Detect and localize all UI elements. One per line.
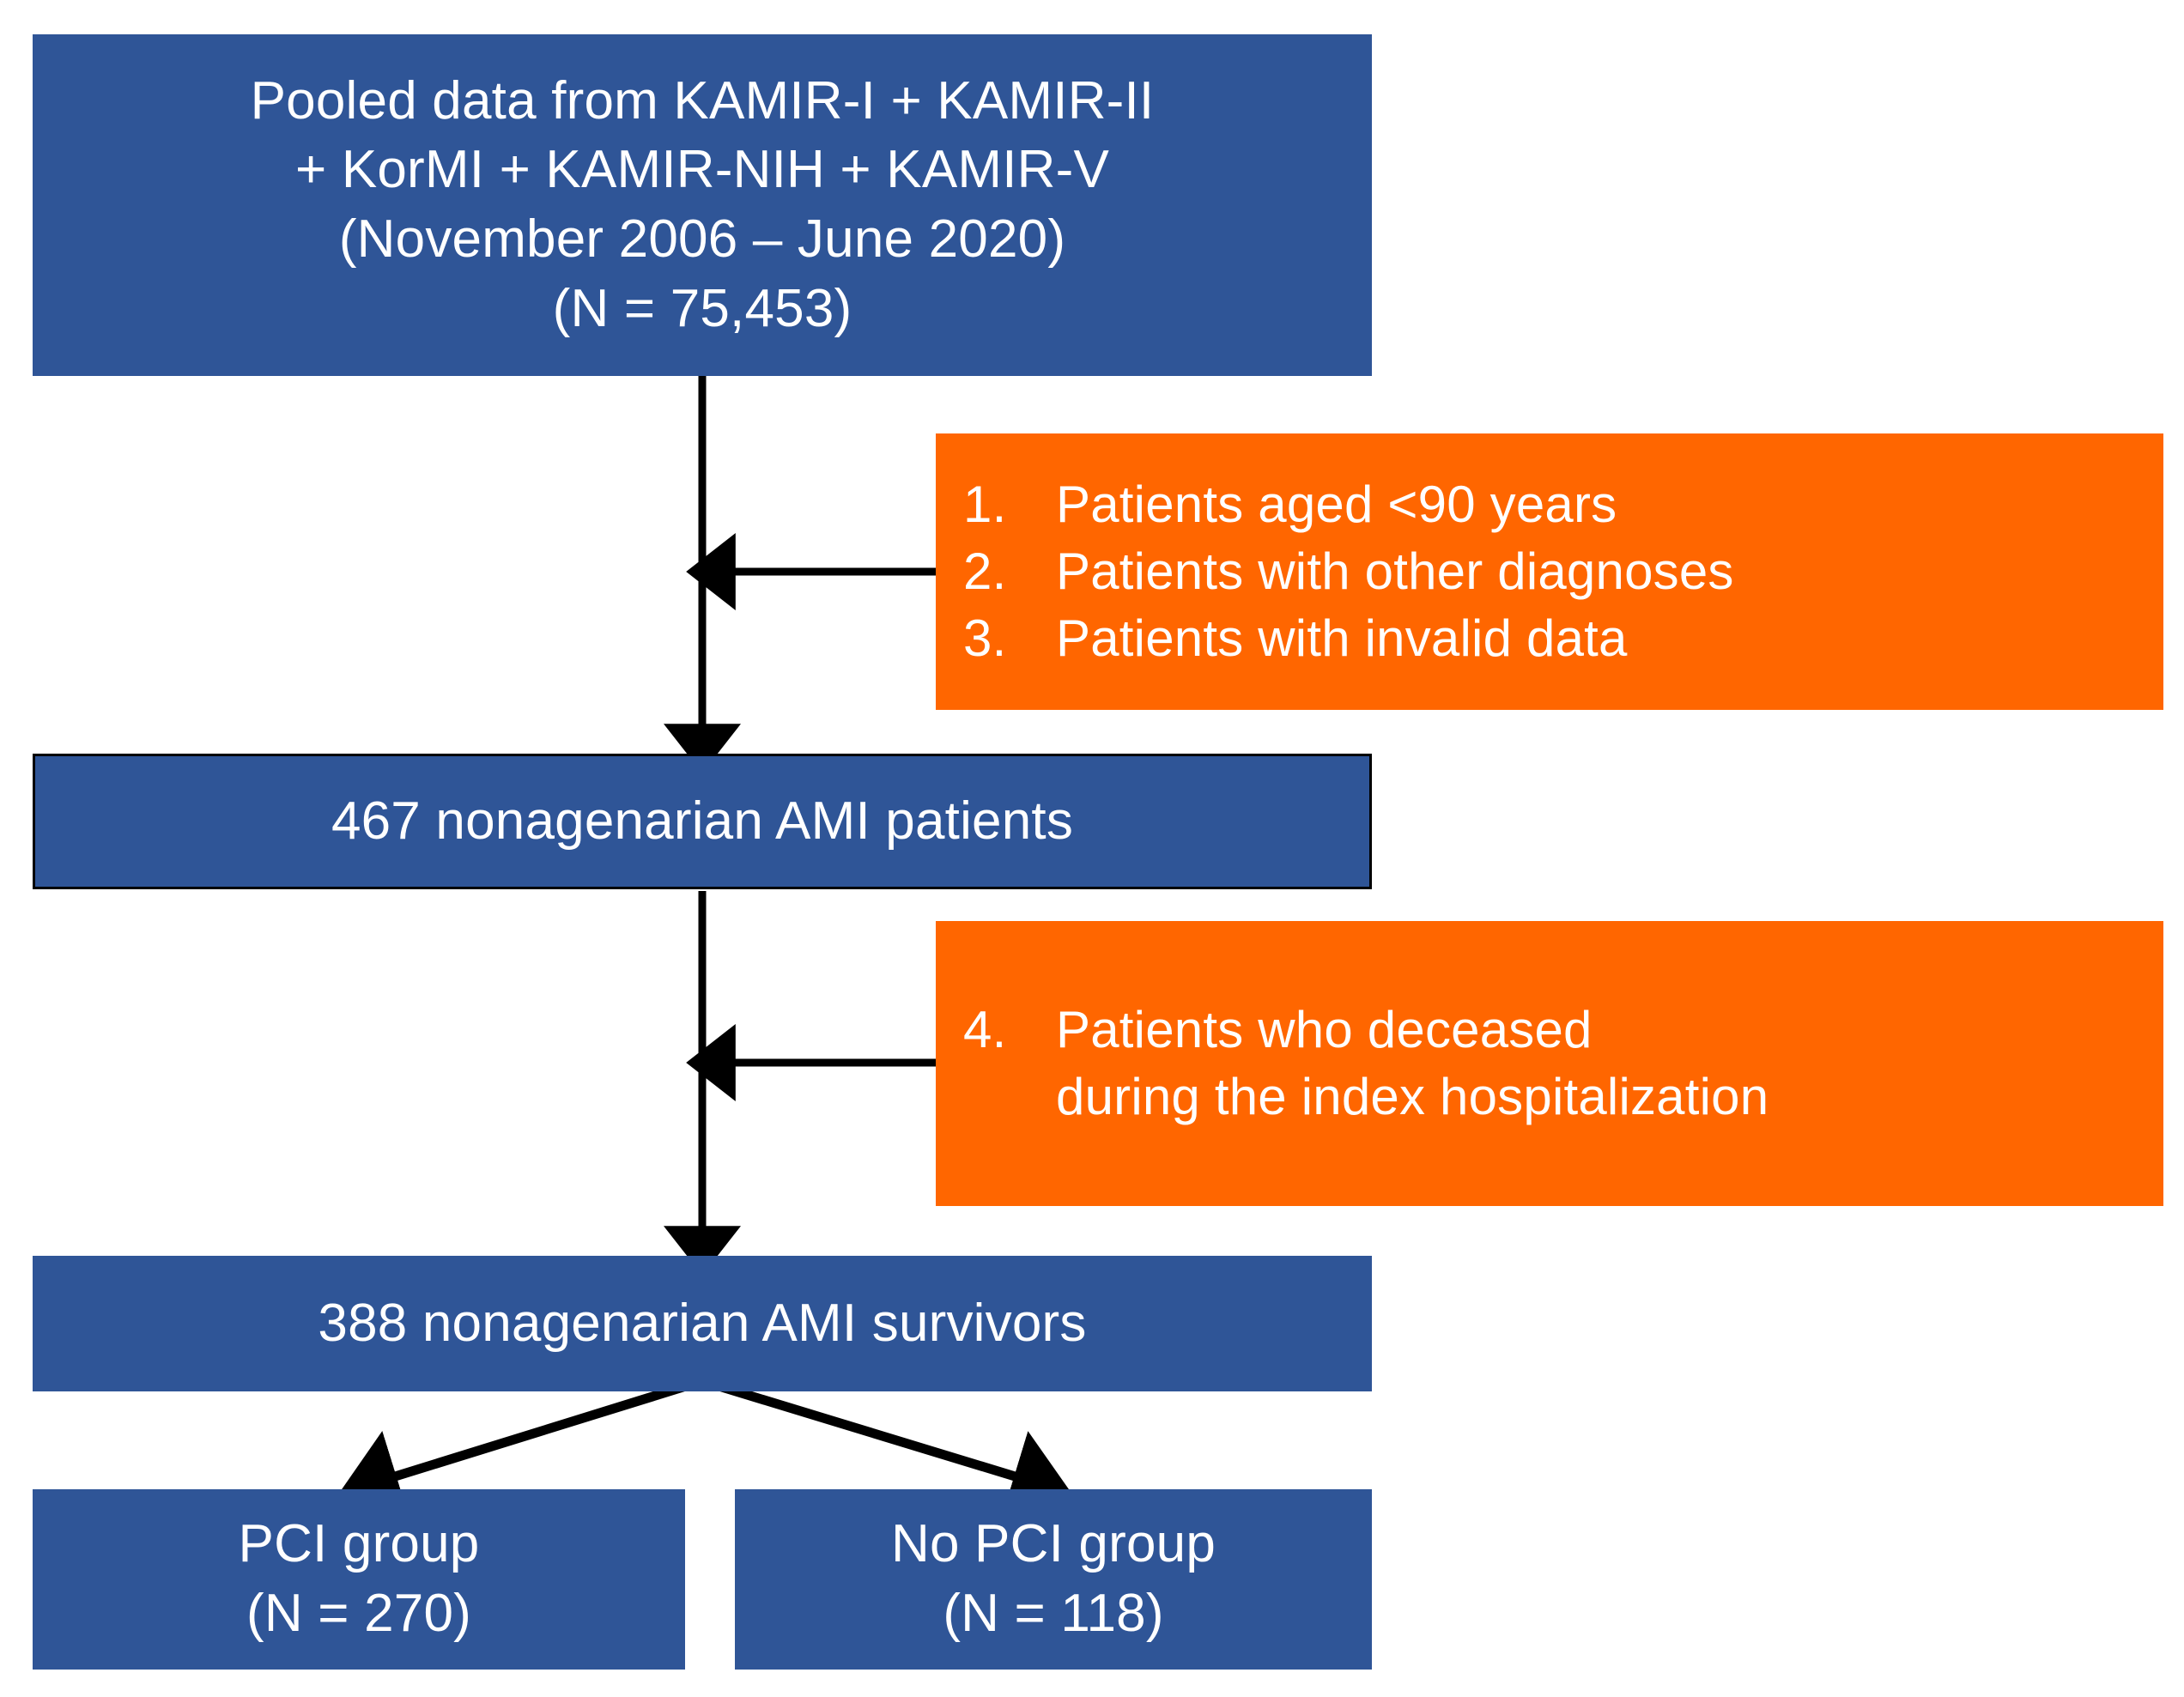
node-exclusion-criteria-2: 4. Patients who deceased during the inde… [936,921,2163,1206]
exclusion-item: 3. Patients with invalid data [963,605,1628,672]
ami-patients-label: 467 nonagenarian AMI patients [331,791,1074,851]
exclusion-item: during the index hospitalization [963,1064,1768,1130]
exclusion-item-text: during the index hospitalization [1056,1068,1769,1125]
exclusion-item-number: 3. [963,609,1007,667]
connector-survivors-to-pci [338,1376,704,1522]
exclusion-item: 2. Patients with other diagnoses [963,538,1734,605]
no-pci-group-title: No PCI group [890,1514,1216,1574]
node-pooled-data: Pooled data from KAMIR-I + KAMIR-II + Ko… [33,34,1372,376]
exclusion-item-number: 2. [963,542,1007,600]
exclusion-item-text: Patients aged <90 years [1056,476,1617,533]
pooled-line-4: (N = 75,453) [552,278,852,338]
exclusion-item-text: Patients with invalid data [1056,609,1628,667]
pooled-line-3: (November 2006 – June 2020) [338,209,1066,269]
pooled-line-2: + KorMI + KAMIR-NIH + KAMIR-V [294,140,1110,200]
node-ami-patients: 467 nonagenarian AMI patients [33,754,1372,889]
ami-survivors-label: 388 nonagenarian AMI survivors [318,1293,1087,1353]
exclusion-item-text: Patients who deceased [1056,1001,1592,1058]
node-ami-survivors: 388 nonagenarian AMI survivors [33,1256,1372,1391]
pci-group-count: (N = 270) [246,1584,471,1643]
exclusion-item-number: 1. [963,476,1007,533]
pci-group-title: PCI group [238,1514,480,1574]
pooled-line-1: Pooled data from KAMIR-I + KAMIR-II [250,70,1155,130]
exclusion-item: 1. Patients aged <90 years [963,471,1617,538]
exclusion-item-number: 4. [963,1001,1007,1058]
connector-survivors-to-no-pci [701,1376,1072,1522]
no-pci-group-count: (N = 118) [943,1584,1164,1643]
node-pci-group: PCI group (N = 270) [33,1489,685,1670]
node-exclusion-criteria-1: 1. Patients aged <90 years 2. Patients w… [936,433,2163,710]
exclusion-item: 4. Patients who deceased [963,997,1592,1064]
exclusion-item-text: Patients with other diagnoses [1056,542,1734,600]
node-no-pci-group: No PCI group (N = 118) [735,1489,1372,1670]
